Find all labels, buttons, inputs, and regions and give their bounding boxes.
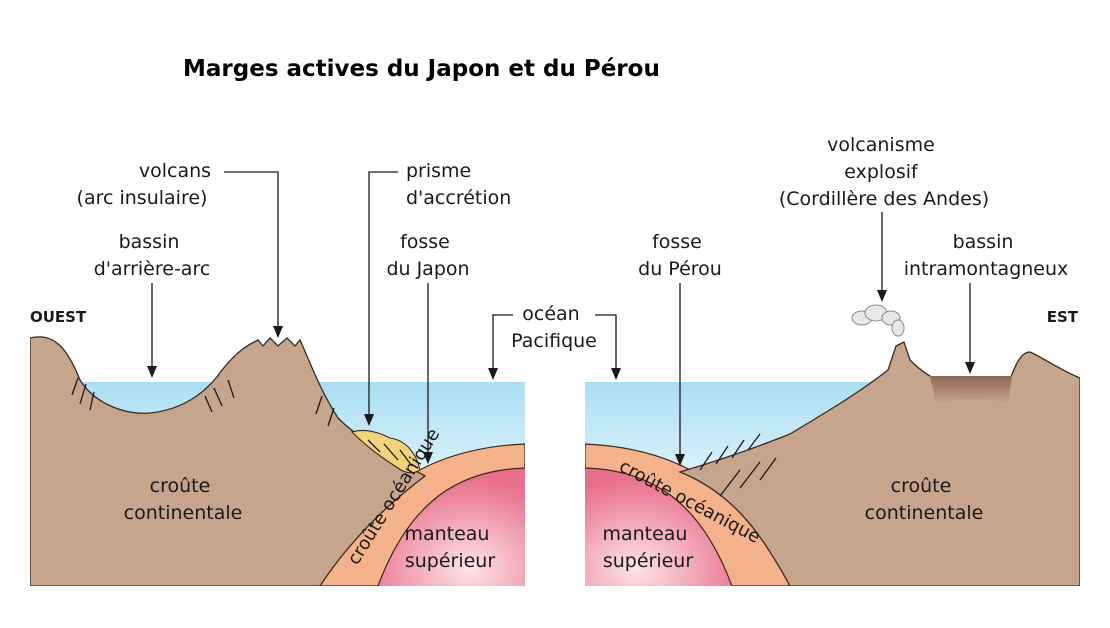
peru-upper-mantle — [585, 468, 732, 586]
label-ocean-pacifique: océan Pacifique — [511, 303, 597, 352]
arrow-fosse-perou — [675, 454, 685, 466]
peru-intramontane-basin — [930, 376, 1012, 404]
arrow-bassin-intramontagneux — [965, 362, 975, 374]
label-bassin-arriere-arc: bassin d'arrière-arc — [94, 231, 211, 280]
arrow-fosse-japon — [423, 452, 433, 464]
label-croute-continentale-japon: croûte continentale — [124, 475, 243, 524]
volcanic-plume-icon — [851, 304, 905, 337]
arrow-ocean-left — [488, 368, 498, 380]
arrow-volcans — [273, 326, 283, 338]
label-east: EST — [1047, 308, 1079, 326]
peru-oceanic-crust — [585, 443, 791, 586]
label-croute-continentale-perou: croûte continentale — [865, 475, 984, 524]
arrow-prisme — [364, 414, 374, 426]
arrow-ocean-right — [611, 368, 621, 380]
arrow-bassin-arriere-arc — [147, 366, 157, 378]
japan-fault-lines-3 — [315, 395, 335, 427]
arrow-volcanisme — [877, 290, 887, 302]
japan-fault-lines — [71, 377, 95, 411]
peru-panel — [585, 341, 1080, 586]
japan-upper-mantle — [378, 468, 525, 586]
label-bassin-intramontagneux: bassin intramontagneux — [904, 231, 1069, 280]
label-manteau-perou: manteau supérieur — [602, 523, 693, 572]
peru-fault-lines — [699, 433, 761, 471]
japan-fault-lines-2 — [204, 379, 235, 413]
japan-panel — [30, 336, 525, 586]
diagram-title: Marges actives du Japon et du Pérou — [183, 56, 660, 82]
label-fosse-japon: fosse du Japon — [386, 231, 469, 280]
label-fosse-perou: fosse du Pérou — [638, 231, 722, 280]
leader-volcans — [224, 171, 279, 334]
label-volcans: volcans (arc insulaire) — [77, 160, 218, 209]
peru-fault-lines-2 — [719, 457, 777, 497]
label-prisme: prisme d'accrétion — [406, 160, 511, 209]
prism-lines — [367, 439, 413, 467]
label-volcanisme-explosif: volcanisme explosif (Cordillère des Ande… — [779, 134, 989, 210]
leader-ocean-right — [595, 314, 617, 374]
label-manteau-japon: manteau supérieur — [404, 523, 495, 572]
label-west: OUEST — [30, 308, 87, 326]
japan-continental-crust — [30, 336, 427, 586]
leader-ocean-left — [492, 314, 513, 374]
leader-prisme — [368, 171, 398, 422]
